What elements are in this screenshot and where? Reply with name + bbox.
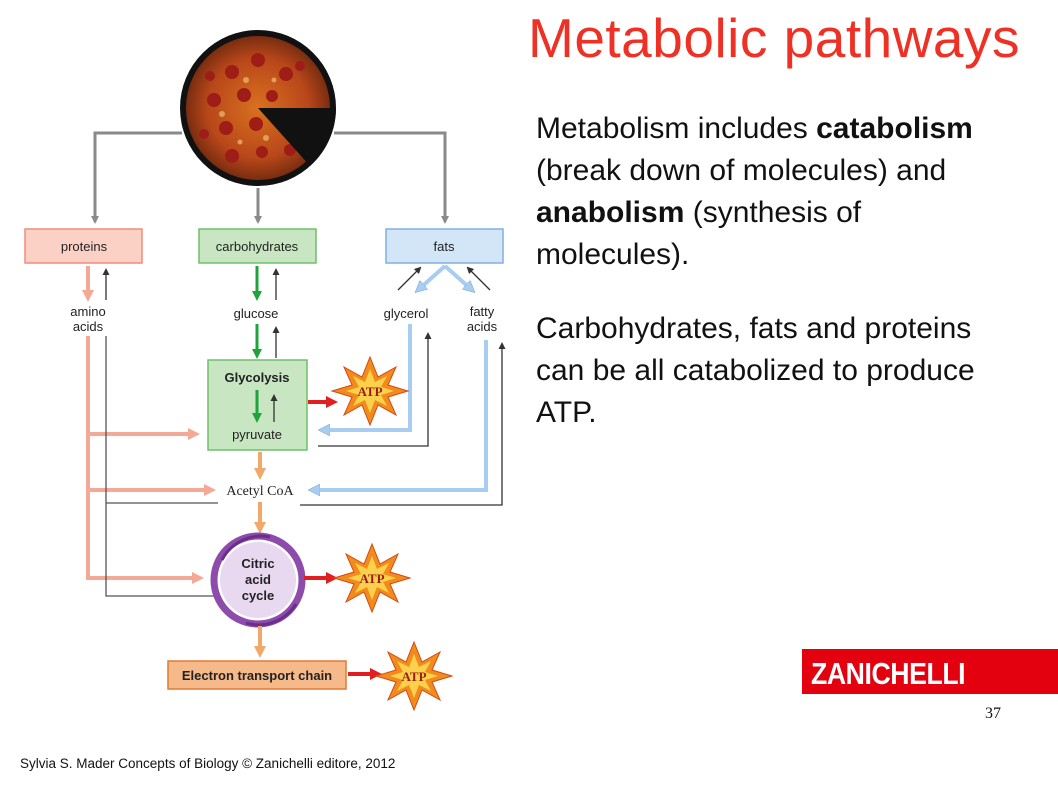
fatty-acids-label-2: acids <box>467 319 498 334</box>
amino-acids-label: amino <box>70 304 105 319</box>
electron-transport-chain-box: Electron transport chain <box>167 660 347 690</box>
term-anabolism: anabolism <box>536 196 685 229</box>
paragraph-metabolism: Metabolism includes catabolism (break do… <box>536 108 1006 276</box>
atp-burst-glycolysis: ATP <box>330 355 410 427</box>
para1-text-3: (synthesis of molecules). <box>536 196 862 271</box>
carbohydrates-box: carbohydrates <box>198 228 317 264</box>
pizza-image <box>180 30 336 186</box>
pyruvate-label: pyruvate <box>232 427 282 442</box>
citric-acid-cycle-label-2: acid <box>245 572 271 587</box>
para1-text-2: (break down of molecules) and <box>536 154 947 187</box>
slide-title: Metabolic pathways <box>528 7 1021 69</box>
zanichelli-logo-text: ZANICHELLI <box>811 656 966 691</box>
zanichelli-logo: ZANICHELLI <box>802 649 1058 694</box>
citric-acid-cycle: Citric acid cycle <box>210 532 306 628</box>
glycerol-label: glycerol <box>384 306 429 321</box>
page-number: 37 <box>985 705 1001 722</box>
atp-label-1: ATP <box>357 384 382 399</box>
atp-label-2: ATP <box>359 571 384 586</box>
fats-label: fats <box>434 239 455 254</box>
proteins-box: proteins <box>24 228 143 264</box>
fatty-acids-label: fatty <box>470 304 495 319</box>
electron-transport-chain-label: Electron transport chain <box>182 668 332 683</box>
glycolysis-box: Glycolysis pyruvate <box>207 359 308 451</box>
glucose-label: glucose <box>234 306 279 321</box>
citric-acid-cycle-label-1: Citric <box>241 556 274 571</box>
acetyl-coa-label: Acetyl CoA <box>226 484 294 499</box>
glycolysis-label: Glycolysis <box>224 370 289 385</box>
citric-acid-cycle-label-3: cycle <box>242 588 275 603</box>
atp-burst-etc: ATP <box>374 640 454 712</box>
source-credit: Sylvia S. Mader Concepts of Biology © Za… <box>20 756 396 771</box>
amino-acids-label-2: acids <box>73 319 104 334</box>
carbohydrates-label: carbohydrates <box>216 239 299 254</box>
paragraph-catabolized: Carbohydrates, fats and proteins can be … <box>536 312 975 429</box>
fats-box: fats <box>385 228 504 264</box>
atp-label-3: ATP <box>401 669 426 684</box>
atp-burst-citric: ATP <box>332 542 412 614</box>
para1-text-1: Metabolism includes <box>536 112 817 145</box>
metabolic-pathways-diagram: proteins carbohydrates fats amino acids … <box>24 30 506 712</box>
term-catabolism: catabolism <box>816 112 973 145</box>
proteins-label: proteins <box>61 239 108 254</box>
